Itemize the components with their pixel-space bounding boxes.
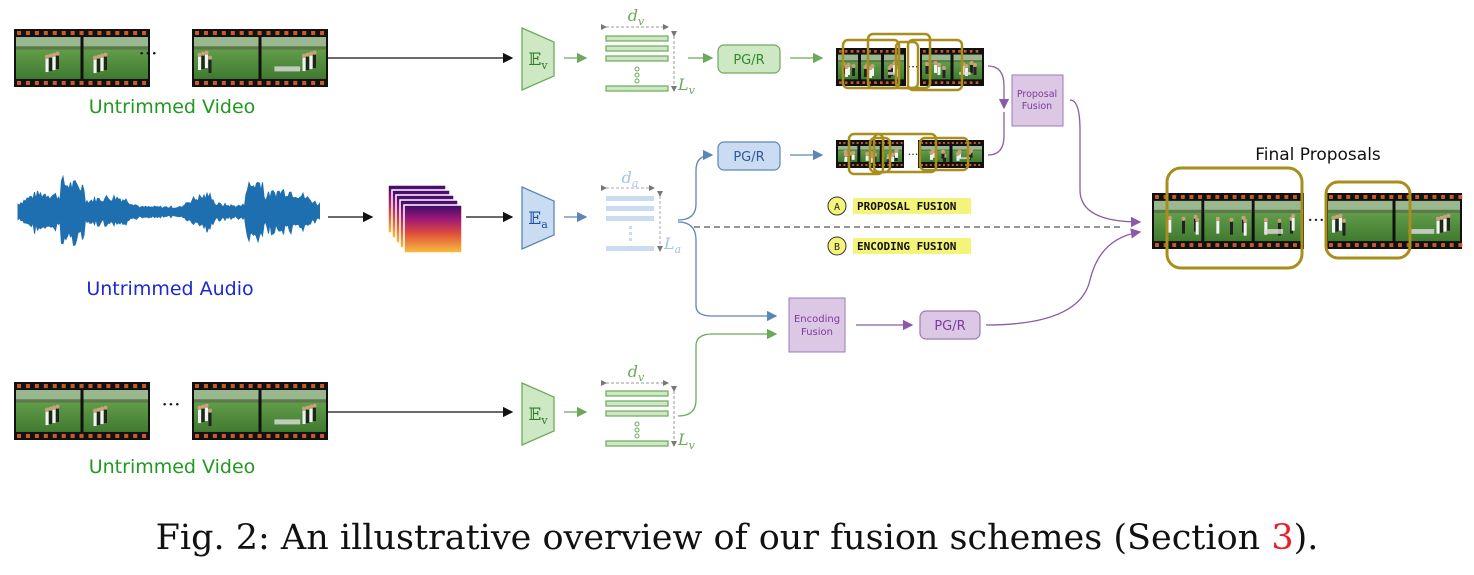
diagram-canvas: ··· ··· Untrimmed Video Untrimmed Video … <box>14 6 1463 478</box>
svg-text:𝔼a: 𝔼a <box>528 209 548 231</box>
svg-text:B: B <box>834 242 840 253</box>
svg-text:La: La <box>663 234 681 256</box>
caption-section-link[interactable]: 3 <box>1271 518 1294 558</box>
final-proposals-strip: ··· <box>1152 166 1463 270</box>
svg-text:Proposal: Proposal <box>1017 89 1057 100</box>
audio-proposals-strip: ··· <box>836 132 984 176</box>
svg-text:Encoding: Encoding <box>794 314 840 325</box>
svg-text:dv: dv <box>628 362 645 384</box>
untrimmed-audio-label: Untrimmed Audio <box>86 278 253 300</box>
svg-text:Lv: Lv <box>677 430 696 452</box>
video-encoder-top: 𝔼v <box>521 27 555 91</box>
svg-text:PG/R: PG/R <box>733 150 764 165</box>
untrimmed-video-label-bottom: Untrimmed Video <box>89 456 256 478</box>
video-encoder-bottom: 𝔼v <box>521 382 555 446</box>
audio-encoder: 𝔼a <box>521 186 555 250</box>
audio-features: da La <box>601 168 681 256</box>
video-filmstrip-top <box>14 29 328 87</box>
video-filmstrip-bottom <box>14 382 328 440</box>
svg-text:Fusion: Fusion <box>1022 101 1052 112</box>
svg-text:ENCODING FUSION: ENCODING FUSION <box>857 240 956 253</box>
svg-text:···: ··· <box>907 60 918 74</box>
svg-text:···: ··· <box>1307 210 1324 231</box>
figure-caption: Fig. 2: An illustrative overview of our … <box>0 518 1474 558</box>
proposal-fusion-to-final-arrow <box>1069 99 1142 228</box>
video-to-encoding-fusion-arrow <box>677 328 778 417</box>
svg-text:𝔼v: 𝔼v <box>528 405 548 427</box>
svg-text:PG/R: PG/R <box>733 53 764 68</box>
audio-waveform <box>17 174 320 246</box>
svg-text:A: A <box>834 202 840 213</box>
scheme-b-label: B ENCODING FUSION <box>827 236 971 256</box>
final-proposals-label: Final Proposals <box>1255 145 1381 165</box>
svg-text:Fusion: Fusion <box>801 327 833 338</box>
svg-text:𝔼v: 𝔼v <box>528 50 548 72</box>
svg-text:PG/R: PG/R <box>934 319 965 334</box>
spectrogram-stack <box>387 184 463 254</box>
svg-text:da: da <box>622 168 639 190</box>
svg-text:PROPOSAL FUSION: PROPOSAL FUSION <box>857 200 956 213</box>
pgr-fused-block: PG/R <box>919 310 981 340</box>
svg-text:Lv: Lv <box>677 75 696 97</box>
caption-suffix: ). <box>1293 518 1319 558</box>
caption-text: Fig. 2: An illustrative overview of our … <box>155 518 1272 558</box>
ellipsis-bottom: ··· <box>161 392 180 416</box>
svg-text:dv: dv <box>628 6 645 28</box>
ellipsis-top: ··· <box>138 41 157 65</box>
video-features-bottom: dv Lv <box>601 362 696 452</box>
proposal-fusion-block: Proposal Fusion <box>1011 74 1064 127</box>
video-features-top: dv Lv <box>601 6 696 97</box>
pgr-audio-block: PG/R <box>717 141 781 171</box>
encoding-fusion-block: Encoding Fusion <box>788 297 846 353</box>
svg-text:···: ··· <box>908 148 919 161</box>
pgr-video-block: PG/R <box>717 44 781 74</box>
scheme-a-label: A PROPOSAL FUSION <box>827 196 971 216</box>
audio-to-encoding-fusion-arrow <box>677 221 778 322</box>
video-proposals-strip: ··· <box>836 32 984 92</box>
untrimmed-video-label-top: Untrimmed Video <box>89 96 256 118</box>
audio-to-pgr-arrow <box>677 149 714 221</box>
pgr-fused-to-final-arrow <box>985 228 1142 326</box>
